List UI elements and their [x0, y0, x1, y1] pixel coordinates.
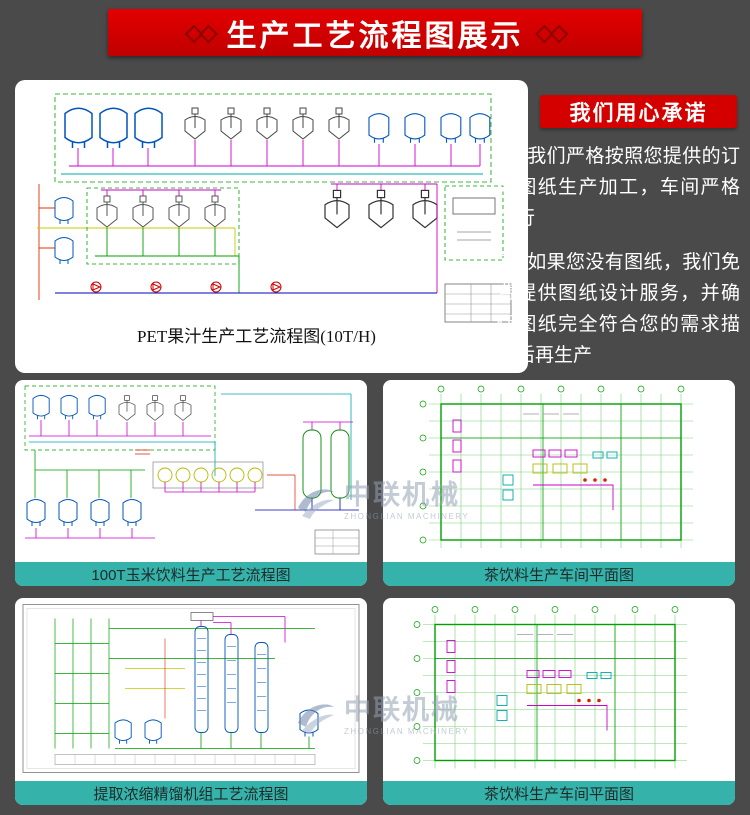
diagram-card-tea-plan-1: 茶饮料生产车间平面图 — [383, 380, 735, 586]
page-title: 生产工艺流程图展示 — [226, 19, 524, 53]
promise-title-banner: 我们用心承诺 — [540, 95, 737, 128]
card-caption-distillation: 提取浓缩精馏机组工艺流程图 — [15, 781, 367, 805]
diamond-decor-left-icon: ◇◇ — [185, 19, 217, 45]
diamond-decor-right-icon: ◇◇ — [535, 19, 568, 45]
main-diagram-panel: PET果汁生产工艺流程图(10T/H) — [15, 80, 528, 373]
card-caption-corn-beverage: 100T玉米饮料生产工艺流程图 — [15, 562, 367, 586]
promise-item-1: 1、我们严格按照您提供的订单图纸生产加工，车间严格执行 — [497, 146, 740, 229]
page-title-banner: ◇◇ 生产工艺流程图展示 ◇◇ — [108, 9, 642, 56]
promise-item-2: 2、如果您没有图纸，我们免费提供图纸设计服务，并确保图纸完全符合您的需求描述后再… — [497, 252, 740, 366]
diagram-card-tea-plan-2: 茶饮料生产车间平面图 — [383, 598, 735, 805]
distillation-unit-flow-diagram-image — [15, 598, 367, 781]
tea-workshop-plan-image-2 — [383, 598, 735, 781]
card-caption-tea-plan-1: 茶饮料生产车间平面图 — [383, 562, 735, 586]
pet-juice-flow-diagram-image — [37, 93, 512, 323]
promise-section: 我们用心承诺 1、我们严格按照您提供的订单图纸生产加工，车间严格执行 2、如果您… — [497, 95, 740, 371]
diagram-card-distillation: 提取浓缩精馏机组工艺流程图 — [15, 598, 367, 805]
card-caption-tea-plan-2: 茶饮料生产车间平面图 — [383, 781, 735, 805]
main-diagram-caption: PET果汁生产工艺流程图(10T/H) — [137, 327, 376, 346]
corn-beverage-flow-diagram-image — [15, 380, 367, 562]
tea-workshop-plan-image-1 — [383, 380, 735, 562]
diagram-card-corn-beverage: 100T玉米饮料生产工艺流程图 — [15, 380, 367, 586]
